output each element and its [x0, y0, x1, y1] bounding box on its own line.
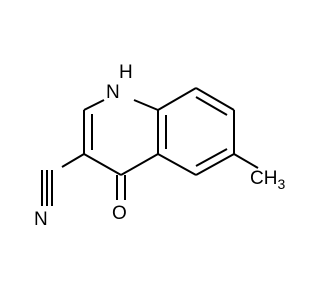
chemical-structure-drawing: N H O N CH3: [34, 62, 285, 230]
bond-c3-cn: [61, 153, 85, 168]
methyl-ch-text: CH: [250, 168, 277, 189]
bond-n1-c8a: [133, 99, 159, 111]
methyl-label: CH3: [250, 168, 285, 192]
nh-nitrogen-label: N: [106, 82, 120, 103]
bond-c8-c7-inner: [195, 96, 228, 116]
methyl-subscript-three: 3: [277, 176, 285, 192]
bond-n1-c2: [83, 99, 105, 111]
bond-c3-c4: [83, 153, 122, 176]
bond-c5-c4a: [157, 153, 197, 176]
oxygen-label: O: [112, 203, 127, 224]
bond-c8-c7: [195, 87, 235, 111]
nh-hydrogen-label: H: [119, 62, 133, 83]
bond-c6-c5-inner: [195, 148, 228, 167]
structure-canvas: N H O N CH3: [34, 62, 286, 230]
bond-c6-c5: [195, 153, 235, 176]
nitrile-nitrogen-label: N: [34, 209, 48, 230]
bond-c4-c4a: [120, 153, 159, 176]
bond-c6-methyl: [233, 153, 259, 169]
bond-c8a-c8: [157, 87, 197, 111]
